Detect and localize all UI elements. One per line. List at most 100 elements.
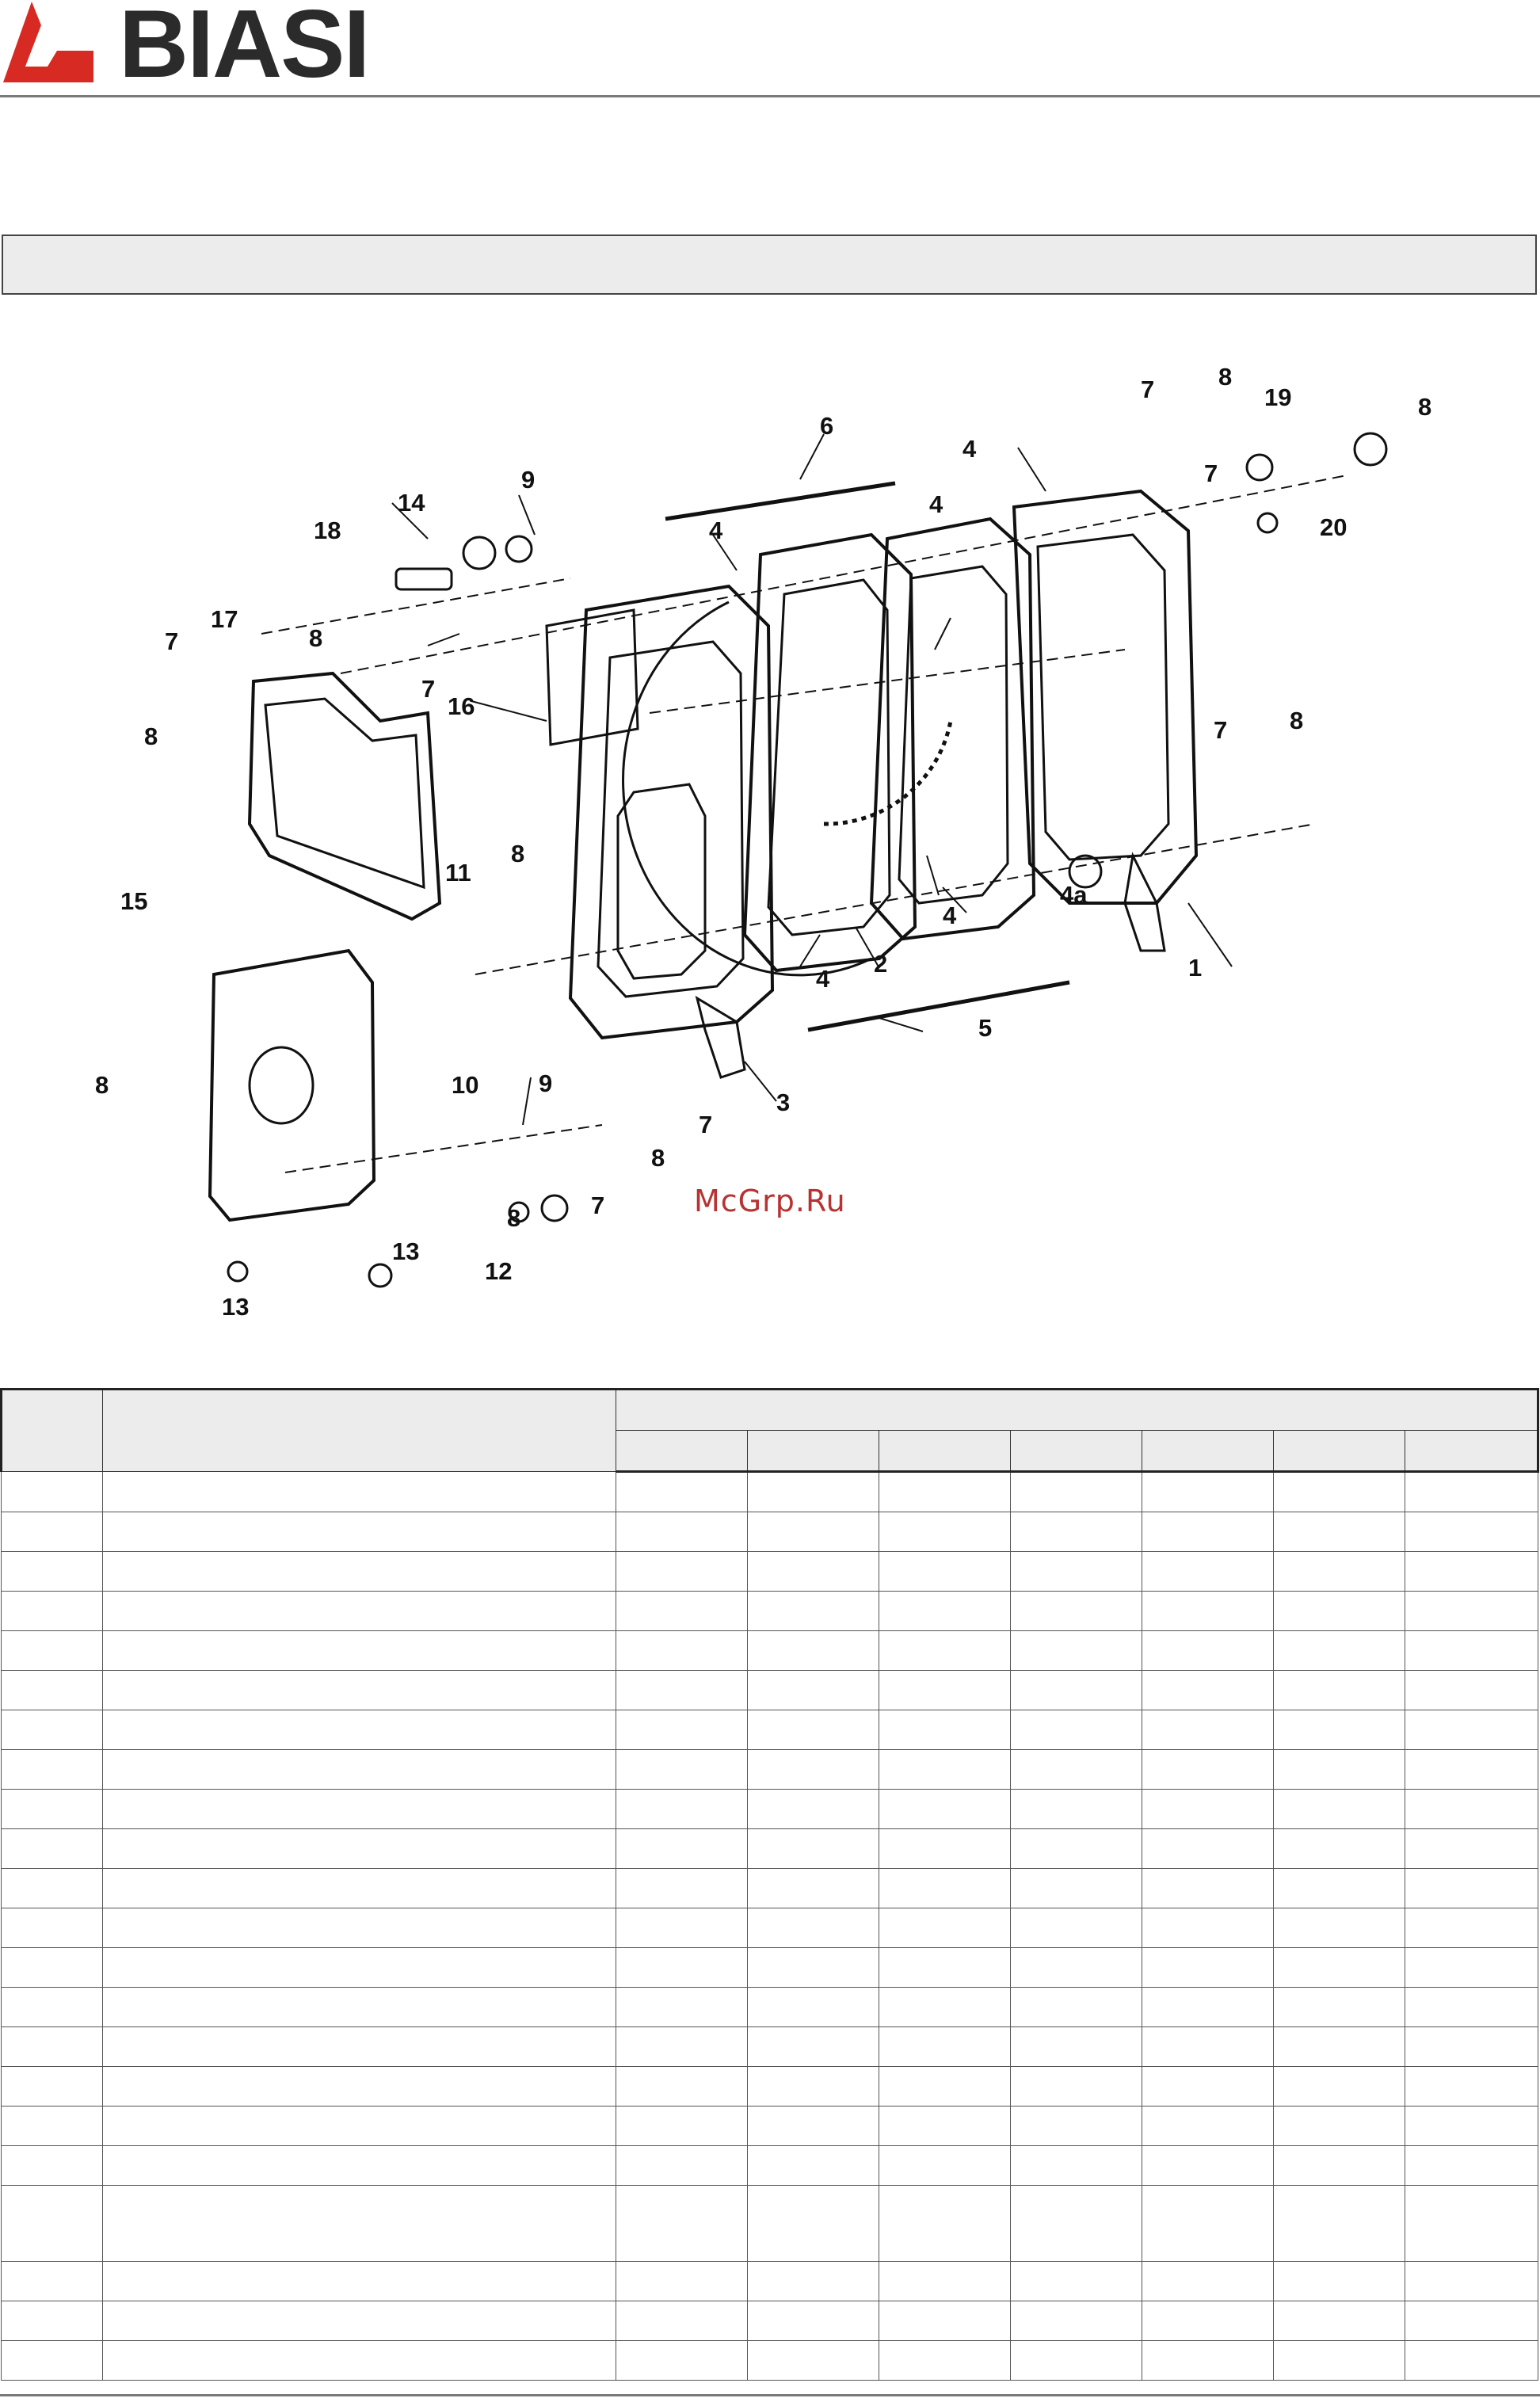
table-cell (1273, 1987, 1405, 2027)
table-cell (879, 1828, 1011, 1869)
table-cell (747, 2026, 879, 2067)
table-row (1, 2145, 1539, 2186)
table-cell (879, 1630, 1011, 1671)
table-cell (747, 1987, 879, 2027)
table-cell (616, 2145, 748, 2186)
table-cell (1010, 1630, 1142, 1671)
table-cell (102, 2066, 616, 2107)
table-row (1, 1512, 1539, 1552)
table-row (1, 1789, 1539, 1829)
table-cell (879, 2185, 1011, 2262)
table-cell (747, 1591, 879, 1631)
boiler-heat-exchanger-drawing: 1 2 3 4 4 4 4 4 4a 5 6 7 7 7 7 7 7 7 8 8… (95, 363, 1431, 1321)
callout-label: 8 (309, 624, 322, 652)
table-row (1, 1591, 1539, 1631)
callout-label: 14 (398, 489, 425, 517)
table-cell (102, 1987, 616, 2027)
table-cell (616, 2340, 748, 2381)
table-cell (1142, 1908, 1274, 1948)
header-cell-ref (0, 1388, 103, 1472)
table-row (1, 2261, 1539, 2301)
table-cell (1404, 2026, 1539, 2067)
table-cell (1273, 2145, 1405, 2186)
table-cell (1010, 1828, 1142, 1869)
header-rule (0, 95, 1540, 97)
table-cell (1142, 1710, 1274, 1750)
table-cell (747, 1471, 879, 1512)
table-cell (1273, 2261, 1405, 2301)
table-cell (102, 2026, 616, 2067)
callout-label: 1 (1188, 954, 1202, 982)
table-cell (616, 1749, 748, 1790)
table-cell (1273, 1670, 1405, 1710)
table-cell (1273, 1868, 1405, 1908)
table-cell (1142, 1471, 1274, 1512)
table-cell (1010, 1789, 1142, 1829)
table-cell (879, 1749, 1011, 1790)
table-cell (1273, 2340, 1405, 2381)
callout-label: 8 (1418, 393, 1431, 421)
table-cell (747, 1908, 879, 1948)
callout-label: 7 (165, 627, 178, 655)
table-cell (1404, 2340, 1539, 2381)
table-cell (102, 2185, 616, 2262)
table-cell (1010, 1947, 1142, 1988)
table-cell (1142, 2261, 1274, 2301)
table-cell (879, 2145, 1011, 2186)
table-row (1, 2106, 1539, 2146)
header-cell-model (879, 1430, 1011, 1473)
table-cell (102, 1749, 616, 1790)
table-row (1, 1987, 1539, 2027)
table-cell (747, 1551, 879, 1592)
table-cell (102, 1828, 616, 1869)
table-cell (616, 2301, 748, 2341)
table-cell (879, 2106, 1011, 2146)
table-cell (1, 1908, 103, 1948)
table-cell (1273, 1908, 1405, 1948)
callout-label: 18 (314, 517, 341, 544)
table-cell (1, 2145, 103, 2186)
table-row (1, 1710, 1539, 1750)
table-cell (1404, 2261, 1539, 2301)
table-cell (1010, 1987, 1142, 2027)
table-cell (1142, 2066, 1274, 2107)
table-cell (616, 1512, 748, 1552)
table-cell (1142, 1789, 1274, 1829)
callout-label: 7 (1141, 376, 1154, 403)
table-cell (879, 1512, 1011, 1552)
table-cell (1, 1947, 103, 1988)
table-cell (1404, 1868, 1539, 1908)
table-cell (879, 1471, 1011, 1512)
table-cell (616, 1828, 748, 1869)
table-cell (102, 1868, 616, 1908)
table-cell (1, 1868, 103, 1908)
table-cell (102, 2106, 616, 2146)
table-cell (1010, 1471, 1142, 1512)
table-cell (1404, 1947, 1539, 1988)
header-cell-model (1010, 1430, 1142, 1473)
header-cell-description (102, 1388, 616, 1472)
table-cell (1273, 1749, 1405, 1790)
table-row (1, 1947, 1539, 1988)
table-row (1, 1670, 1539, 1710)
footer-rule (0, 2394, 1540, 2396)
callout-label: 19 (1264, 383, 1291, 411)
brand-logo: BIASI (0, 0, 370, 92)
table-cell (1142, 1947, 1274, 1988)
callout-label: 7 (699, 1111, 712, 1138)
table-cell (1, 1591, 103, 1631)
table-cell (1142, 1551, 1274, 1592)
table-row (1, 2185, 1539, 2262)
table-cell (879, 1710, 1011, 1750)
table-row (1, 2026, 1539, 2067)
table-cell (1010, 1591, 1142, 1631)
table-cell (879, 1947, 1011, 1988)
table-cell (1273, 1551, 1405, 1592)
table-cell (747, 2185, 879, 2262)
table-cell (1142, 1987, 1274, 2027)
table-cell (1010, 2261, 1142, 2301)
table-row (1, 1868, 1539, 1908)
table-cell (616, 1789, 748, 1829)
table-row (1, 1471, 1539, 1512)
table-cell (1273, 2106, 1405, 2146)
